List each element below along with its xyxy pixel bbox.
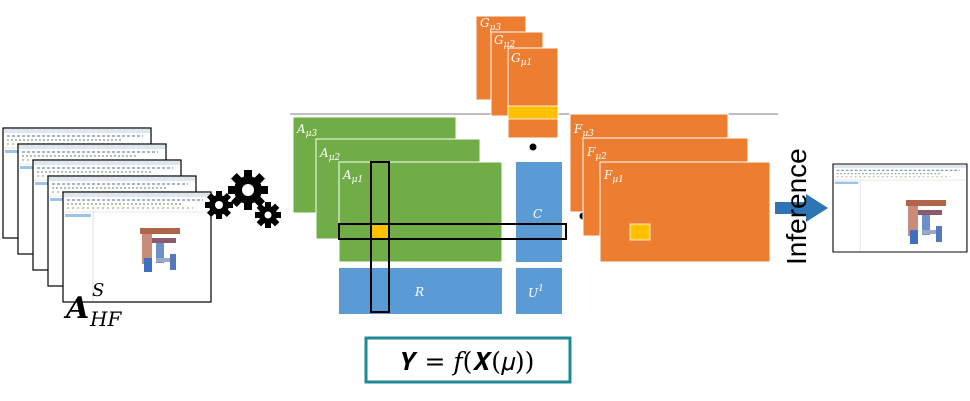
u-block: U1 (516, 268, 562, 314)
input-symbol: A (63, 291, 89, 326)
f-layer-2-label: Fμ2 (586, 145, 607, 162)
g-layer-1 (507, 47, 559, 139)
input-subscript: HF (89, 307, 122, 331)
row-selection-outline (338, 223, 567, 240)
product-dot-top (529, 143, 537, 151)
a-layer-1 (338, 161, 503, 263)
f-tensor-stack: Fμ3 Fμ2 Fμ1 (569, 113, 771, 263)
f-layer-1 (599, 161, 771, 263)
r-label: R (414, 285, 424, 299)
right-arrow-icon (775, 194, 828, 222)
f-highlight-cell (629, 223, 651, 241)
g-tensor-stack: Gμ3 Gμ2 Gμ1 (475, 15, 559, 139)
input-superscript: S (92, 280, 104, 301)
r-rect (339, 268, 502, 314)
output-screenshot (832, 163, 968, 253)
a-layer-3-label: Aμ3 (296, 122, 318, 139)
formula-border (364, 336, 572, 384)
screenshot-layer-5 (62, 191, 212, 303)
g-layer-2-label: Gμ2 (494, 33, 515, 50)
r-block: R (339, 268, 502, 314)
gears-icon (205, 170, 281, 228)
g-layer-3-label: Gμ3 (480, 16, 501, 33)
inference-label: Inference (781, 148, 812, 265)
a-highlight-cell (371, 225, 389, 239)
u-rect (516, 268, 562, 314)
formula-box: 𝒀 = 𝑓(𝑿(𝜇)) (364, 336, 572, 384)
u-label: U1 (528, 284, 544, 300)
input-screenshot-stack (2, 127, 212, 303)
input-label: A S HF (63, 280, 122, 331)
c-rect (516, 162, 562, 262)
f-layer-1-label: Fμ1 (603, 168, 624, 185)
a-layer-2-label: Aμ2 (319, 146, 341, 163)
column-selection-outline (370, 161, 390, 313)
a-layer-1-label: Aμ1 (342, 168, 363, 185)
c-label: C (533, 207, 542, 221)
f-layer-3-label: Fμ3 (573, 122, 594, 139)
g-layer-1-label: Gμ1 (511, 51, 532, 68)
c-block: C (516, 162, 562, 262)
formula-text: 𝒀 = 𝑓(𝑿(𝜇)) (402, 347, 535, 376)
a-tensor-stack: Aμ3 Aμ2 Aμ1 (292, 116, 503, 263)
g-highlight-row (507, 105, 559, 120)
